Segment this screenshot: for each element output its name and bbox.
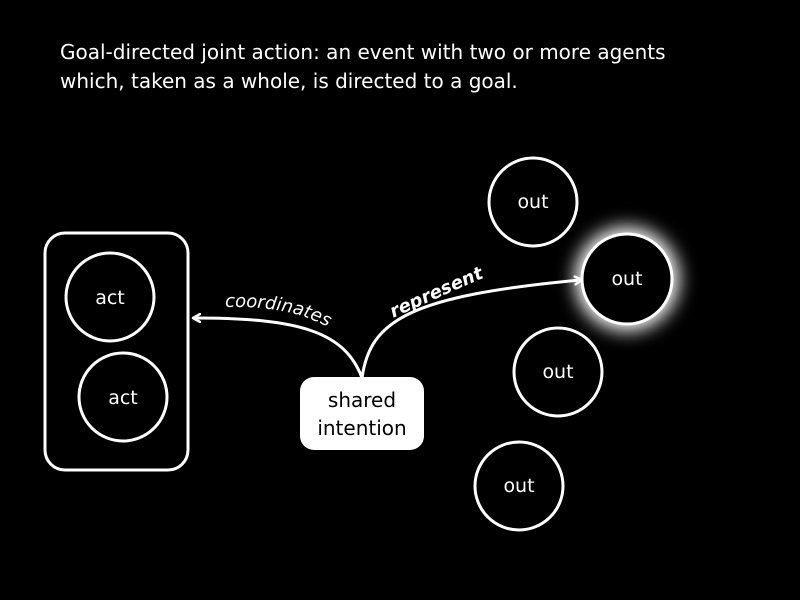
shared-intention-box: shared intention: [300, 377, 424, 450]
outcome-label-4: out: [503, 475, 535, 497]
action-circle-1: [64, 251, 156, 343]
action-group-box: [43, 231, 190, 472]
outcome-circle-1: [487, 156, 579, 248]
outcome-circle-4: [473, 440, 565, 532]
heading-line-1: Goal-directed joint action: an event wit…: [60, 40, 666, 64]
coordinates-arrow: [195, 318, 364, 379]
action-label-2: act: [108, 387, 138, 409]
action-circle-2: [77, 351, 169, 443]
action-label-1: act: [95, 287, 125, 309]
shared-intention-line-2: intention: [317, 415, 407, 440]
outcome-label-3: out: [542, 361, 574, 383]
outcome-circle-3: [512, 326, 604, 418]
represents-arrow: [360, 280, 580, 379]
outcome-label-1: out: [517, 191, 549, 213]
coordinates-label: coordinates: [225, 291, 335, 332]
shared-intention-line-1: shared: [327, 387, 397, 412]
slide-heading: Goal-directed joint action: an event wit…: [60, 38, 760, 96]
outcome-label-2: out: [611, 268, 643, 290]
heading-line-2: which, taken as a whole, is directed to …: [60, 69, 518, 93]
